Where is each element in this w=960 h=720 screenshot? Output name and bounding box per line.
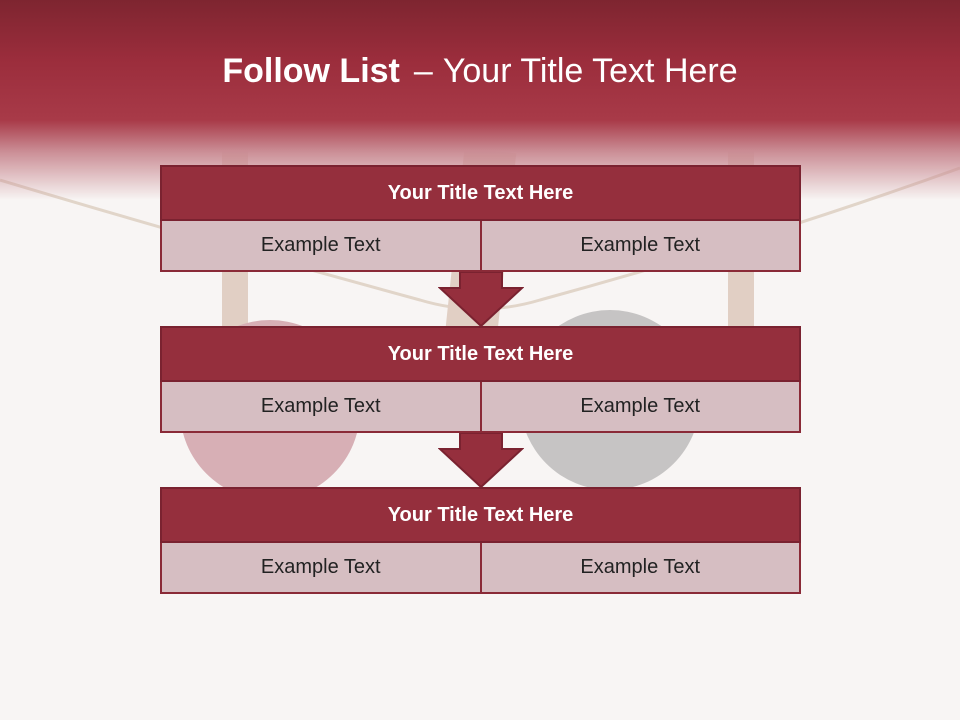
list-block-3: Your Title Text Here Example Text Exampl… [160, 487, 801, 594]
block-cell-right: Example Text [481, 543, 801, 594]
down-arrow-icon [438, 433, 524, 489]
block-title: Your Title Text Here [160, 487, 801, 543]
block-cell-right: Example Text [481, 221, 801, 272]
block-cell-left: Example Text [160, 543, 482, 594]
slide-title-bold: Follow List [222, 52, 400, 90]
block-cell-left: Example Text [160, 382, 482, 433]
list-block-1: Your Title Text Here Example Text Exampl… [160, 165, 801, 272]
block-cell-right: Example Text [481, 382, 801, 433]
block-row: Example Text Example Text [160, 221, 801, 272]
block-title: Your Title Text Here [160, 326, 801, 382]
slide-title: Follow List–Your Title Text Here [0, 52, 960, 91]
list-block-2: Your Title Text Here Example Text Exampl… [160, 326, 801, 433]
down-arrow-icon [438, 272, 524, 328]
block-row: Example Text Example Text [160, 382, 801, 433]
slide-title-rest: Your Title Text Here [442, 52, 738, 90]
block-cell-left: Example Text [160, 221, 482, 272]
block-row: Example Text Example Text [160, 543, 801, 594]
slide-title-dash: – [413, 52, 433, 90]
block-title: Your Title Text Here [160, 165, 801, 221]
